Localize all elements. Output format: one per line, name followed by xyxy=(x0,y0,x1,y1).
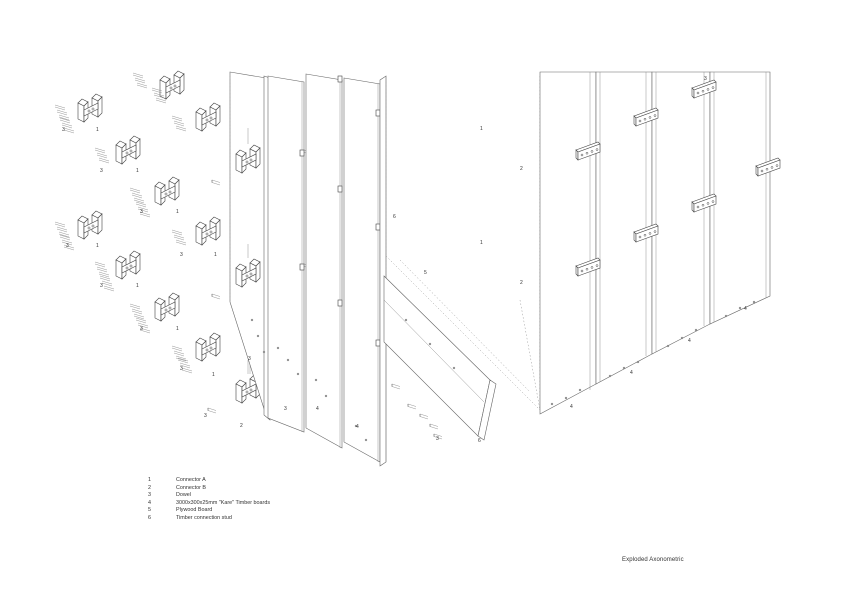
legend-number: 2 xyxy=(148,484,151,491)
legend-row: 3 Dowel xyxy=(148,492,270,500)
callout: 2 xyxy=(520,280,523,286)
legend-text: 3000x300x25mm "Kare" Timber boards xyxy=(176,499,271,506)
callout: 3 xyxy=(100,168,103,174)
callout: 3 xyxy=(284,406,287,412)
callout: 1 xyxy=(136,168,139,174)
callout: 4 xyxy=(570,404,573,410)
drawing-caption: Exploded Axonometric xyxy=(622,557,684,563)
callout: 2 xyxy=(240,423,243,429)
legend-text: Connector B xyxy=(176,484,206,491)
callout: 4 xyxy=(688,338,691,344)
callout: 3 xyxy=(436,436,439,442)
callout: 5 xyxy=(424,270,427,276)
callout: 6 xyxy=(393,214,396,220)
callout: 3 xyxy=(62,127,65,133)
callout: 1 xyxy=(96,243,99,249)
callout: 1 xyxy=(480,126,483,132)
callout: 1 xyxy=(480,240,483,246)
callout: 3 xyxy=(140,209,143,215)
callout: 3 xyxy=(704,76,707,82)
callout: 3 xyxy=(180,366,183,372)
callout-labels: 1 3 3 1 3 1 3 1 3 1 3 1 3 1 3 1 3 3 2 3 … xyxy=(62,76,747,444)
callout: 3 xyxy=(204,413,207,419)
legend-number: 5 xyxy=(148,507,151,514)
callout: 1 xyxy=(176,209,179,215)
callout: 4 xyxy=(744,306,747,312)
callout: 6 xyxy=(478,438,481,444)
legend-row: 1 Connector A xyxy=(148,477,270,485)
callout: 2 xyxy=(520,166,523,172)
callout: 4 xyxy=(630,370,633,376)
legend: 1 Connector A 2 Connector B 3 Dowel 4 30… xyxy=(148,477,270,523)
legend-row: 4 3000x300x25mm "Kare" Timber boards xyxy=(148,500,270,508)
legend-text: Connector A xyxy=(176,477,206,483)
legend-text: Timber connection stud xyxy=(176,514,232,521)
callout: 1 xyxy=(176,326,179,332)
callout: 3 xyxy=(100,283,103,289)
legend-number: 4 xyxy=(148,499,151,506)
legend-text: Dowel xyxy=(176,492,191,499)
legend-text: Plywood Board xyxy=(176,507,213,514)
callout: 3 xyxy=(66,243,69,249)
legend-row: 6 Timber connection stud xyxy=(148,515,270,523)
legend-row: 5 Plywood Board xyxy=(148,507,270,515)
callout: 4 xyxy=(356,424,359,430)
callout: 1 xyxy=(96,127,99,133)
board-stack-left xyxy=(229,71,541,467)
legend-number: 1 xyxy=(148,477,151,483)
callout: 4 xyxy=(316,406,319,412)
callout: 3 xyxy=(248,356,251,362)
assembled-wall xyxy=(519,71,781,415)
callout: 3 xyxy=(140,326,143,332)
legend-number: 3 xyxy=(148,492,151,499)
callout: 1 xyxy=(212,372,215,378)
legend-number: 6 xyxy=(148,514,151,521)
callout: 3 xyxy=(180,252,183,258)
callout: 1 xyxy=(136,283,139,289)
legend-row: 2 Connector B xyxy=(148,485,270,493)
callout: 1 xyxy=(214,252,217,258)
